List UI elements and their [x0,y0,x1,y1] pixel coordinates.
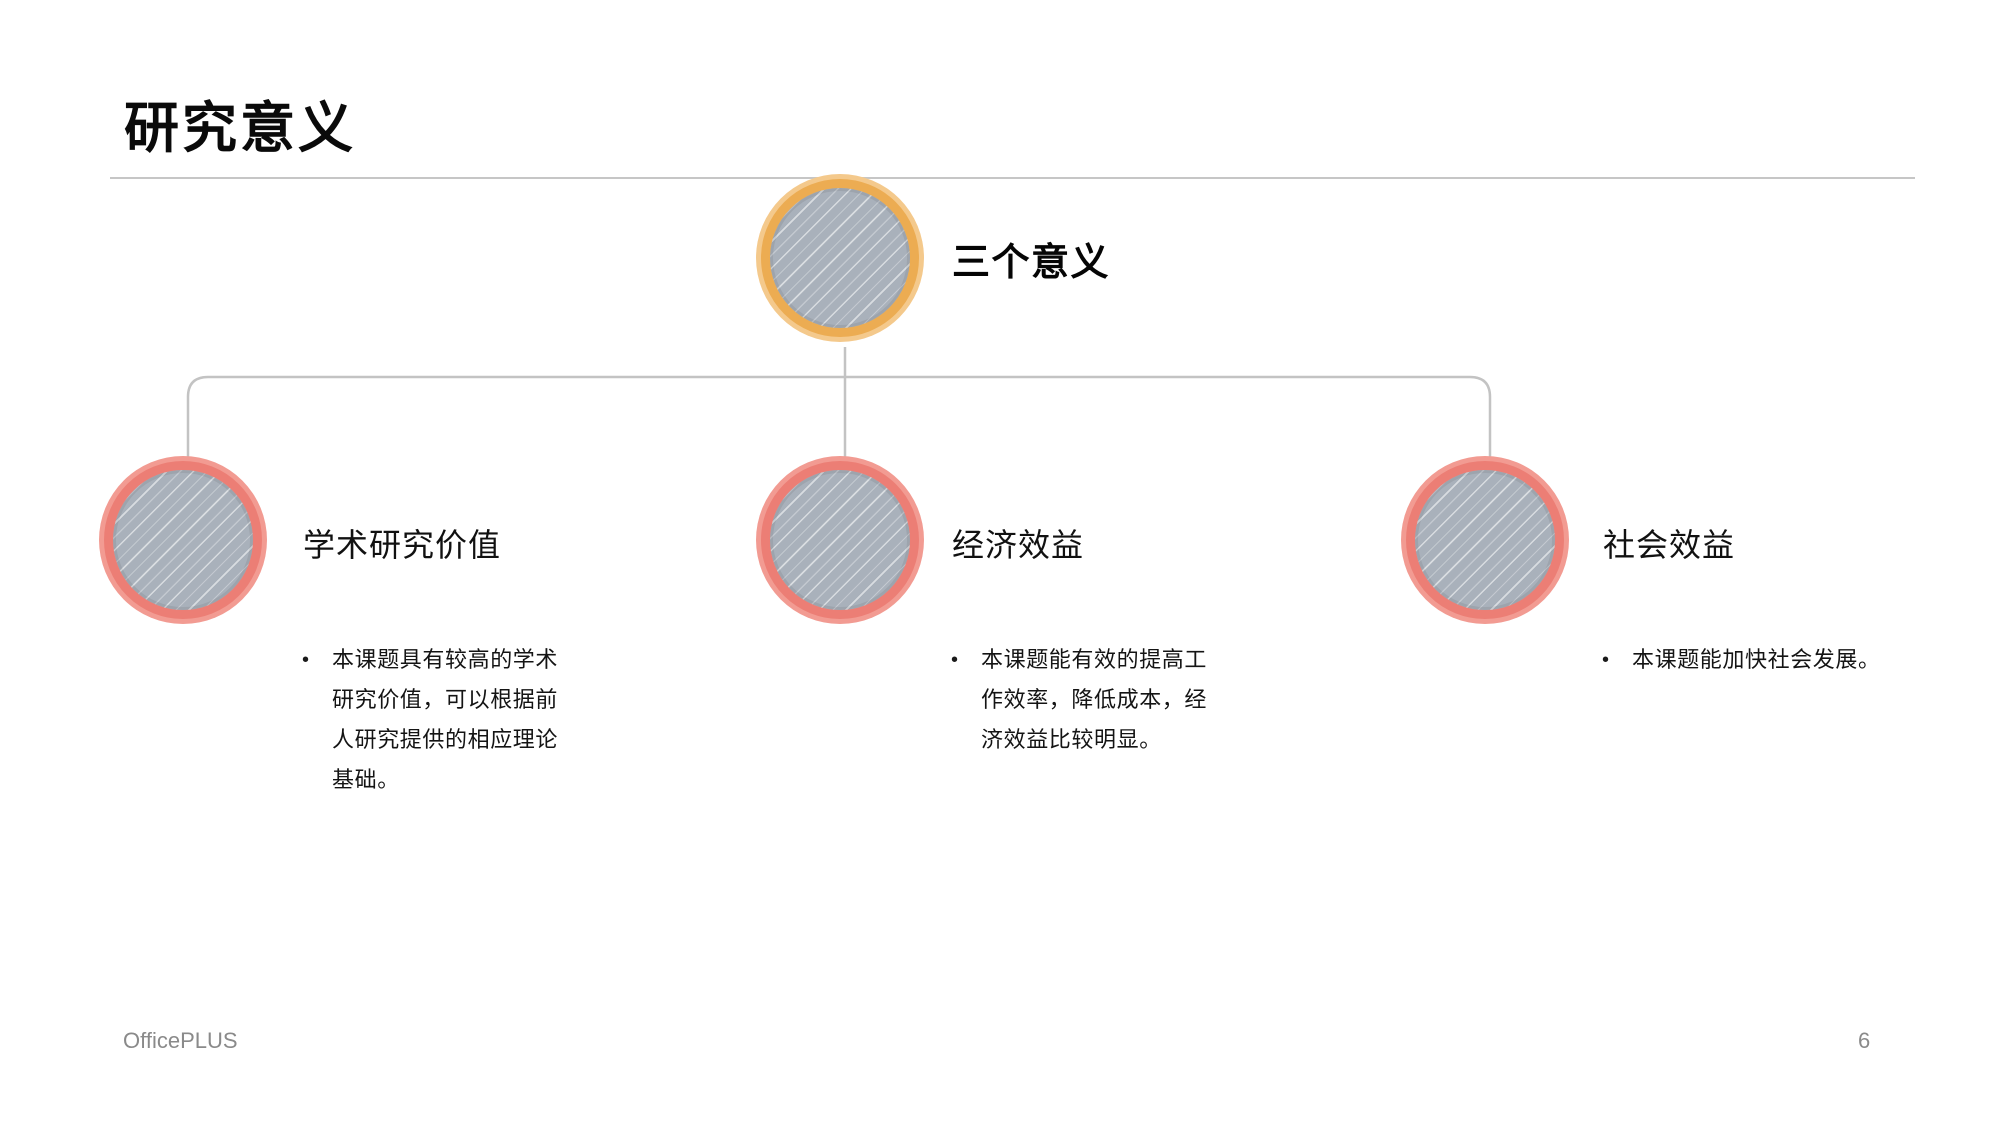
connector-branch-line [186,375,1492,463]
root-node-circle [761,179,919,337]
bullet-item-social: • 本课题能加快社会发展。 [1602,640,1907,680]
bullet-dot: • [1602,649,1610,671]
root-node-label: 三个意义 [952,242,1111,284]
page-number: 6 [1858,1028,1871,1053]
bullet-text-social: 本课题能加快社会发展。 [1632,647,1881,672]
bullet-item-economic: • 本课题能有效的提高工作效率，降低成本，经济效益比较明显。 [951,640,1211,760]
bullet-text-academic: 本课题具有较高的学术研究价值，可以根据前人研究提供的相应理论基础。 [332,647,559,792]
bullet-dot: • [951,649,959,671]
bullet-text-economic: 本课题能有效的提高工作效率，降低成本，经济效益比较明显。 [981,647,1208,752]
title-divider [110,177,1915,179]
page-title: 研究意义 [124,97,357,159]
node-title-academic: 学术研究价值 [303,527,502,563]
bullet-dot: • [302,649,310,671]
child-node-circle-academic [104,461,262,619]
bullet-item-academic: • 本课题具有较高的学术研究价值，可以根据前人研究提供的相应理论基础。 [302,640,562,800]
child-node-circle-social [1406,461,1564,619]
node-title-social: 社会效益 [1603,527,1736,563]
node-title-economic: 经济效益 [952,527,1085,563]
footer-brand: OfficePLUS [123,1028,238,1053]
child-node-circle-economic [761,461,919,619]
